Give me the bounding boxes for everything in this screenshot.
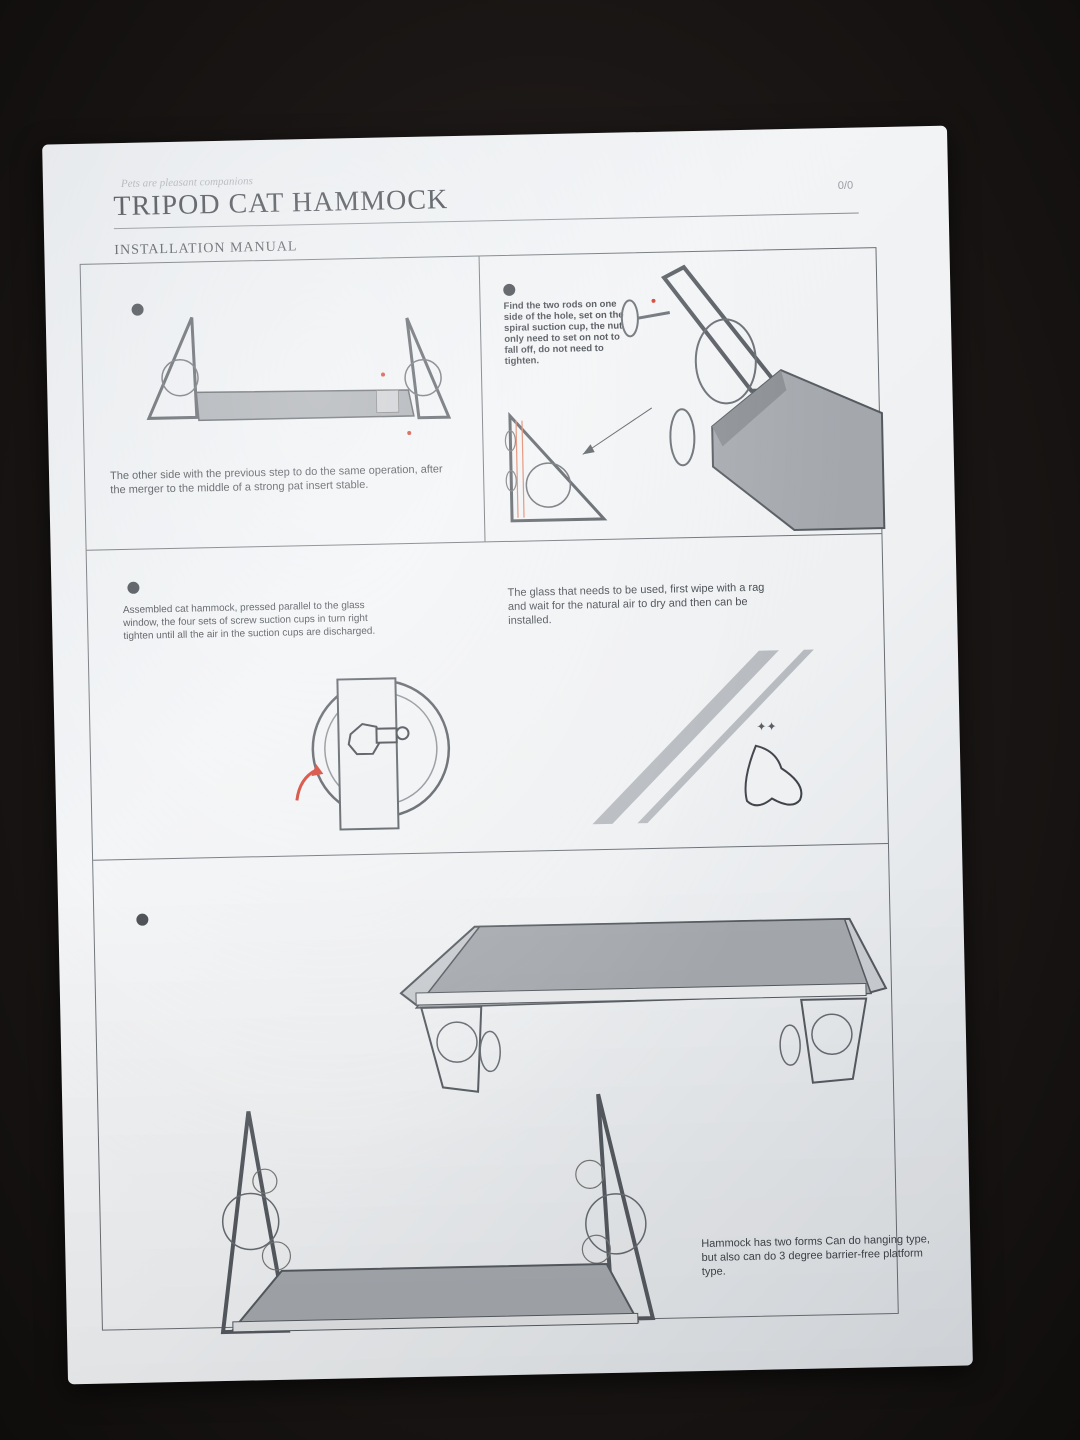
step-4-text: The glass that needs to be used, first w… (507, 581, 765, 627)
suction-cup-detail-illustration (504, 264, 886, 531)
platform-type-illustration (220, 1093, 656, 1335)
step-panel-4: Hammock has two forms Can do hanging typ… (81, 248, 930, 1335)
hammock-frame-illustration (146, 316, 452, 435)
step-panel-1: The other side with the previous step to… (81, 248, 876, 496)
document-subtitle: INSTALLATION MANUAL (114, 239, 298, 259)
glass-wipe-illustration: ✦✦ (592, 649, 814, 825)
hanging-type-illustration (399, 917, 888, 1093)
step-panel-3: Assembled cat hammock, pressed parallel … (81, 248, 876, 831)
manual-sheet: Pets are pleasant companions TRIPOD CAT … (42, 125, 973, 1385)
step-3-text: Assembled cat hammock, pressed parallel … (122, 599, 376, 643)
step-marker-4 (136, 913, 149, 926)
step-1-text: The other side with the previous step to… (109, 463, 443, 497)
screw-tighten-illustration (295, 677, 451, 831)
step-5-text: Hammock has two forms Can do hanging typ… (701, 1233, 931, 1279)
svg-text:✦✦: ✦✦ (756, 719, 776, 733)
step-marker-3 (127, 581, 140, 594)
step-panel-2: Find the two rods on one side of the hol… (81, 248, 886, 531)
row-divider-2 (93, 843, 888, 861)
document-title: TRIPOD CAT HAMMOCK (113, 184, 449, 223)
instruction-grid: The other side with the previous step to… (79, 247, 930, 1335)
page-number: 0/0 (837, 179, 854, 192)
